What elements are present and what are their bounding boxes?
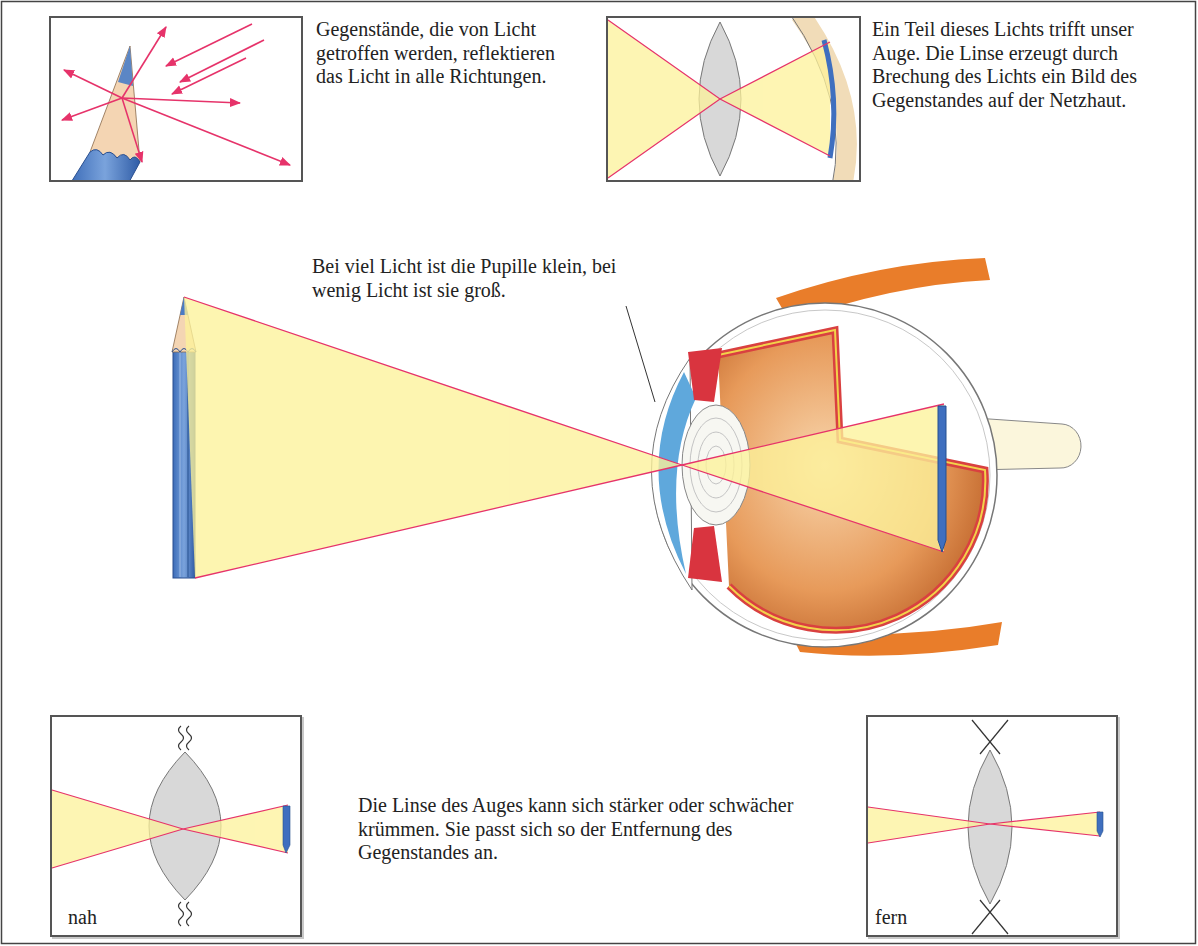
reflection-panel [122, 98, 142, 162]
far-lens-figure [972, 720, 1000, 754]
far-lens-figure [868, 807, 1100, 843]
light-cone [184, 297, 682, 578]
near-lens-figure [52, 790, 288, 868]
lens-retina-panel [607, 17, 860, 181]
near-lens-figure [52, 790, 288, 853]
lens-retina-panel [720, 42, 830, 156]
reflection-panel [62, 24, 290, 180]
reflection-panel [166, 24, 252, 66]
sclera [653, 303, 997, 647]
lens-retina-panel [608, 20, 830, 178]
reflection-panel [122, 98, 290, 165]
reflection-panel [122, 27, 166, 98]
near-lens-figure [52, 805, 288, 868]
light-ray [184, 297, 944, 578]
reflection-panel [64, 70, 122, 98]
far-lens-figure [868, 807, 990, 843]
lens-retina-panel [608, 18, 847, 180]
reflection-panel [172, 58, 246, 94]
reflection-panel [50, 17, 302, 184]
near-lens-figure [52, 790, 183, 868]
light-cone [184, 297, 944, 578]
reflection-panel [118, 46, 133, 86]
iris [688, 526, 722, 582]
iris [688, 348, 722, 402]
far-lens-figure [1097, 812, 1103, 837]
reflection-panel [62, 98, 122, 120]
far-lens-figure [990, 812, 1100, 836]
lens-retina-panel [608, 42, 830, 178]
near-lens-figure [179, 902, 184, 926]
near-lens-figure [187, 902, 192, 926]
figure-panel: nah [50, 715, 302, 937]
retina-image [938, 406, 946, 552]
near-lens-figure [179, 726, 192, 926]
light-ray [195, 404, 944, 578]
near-lens-figure [187, 726, 192, 750]
lens-retina-panel [824, 40, 834, 158]
panel-label: nah [66, 906, 99, 930]
caption-text: Gegenstände, die von Licht getroffen wer… [316, 18, 561, 89]
near-lens-figure [179, 726, 184, 750]
far-lens-figure [980, 720, 1008, 754]
leader-line [626, 306, 655, 402]
far-lens-figure [972, 720, 1008, 934]
reflection-panel [122, 98, 240, 103]
near-lens-figure [52, 790, 288, 868]
lens-retina-panel [608, 20, 830, 156]
light-ray [184, 297, 944, 552]
far-lens-figure [868, 807, 1100, 843]
reflection-panel [90, 46, 140, 162]
near-lens-figure [52, 726, 290, 926]
near-lens-figure [183, 805, 288, 853]
far-lens-figure [980, 900, 1008, 934]
far-lens-figure [868, 807, 1100, 836]
far-lens-figure [868, 720, 1103, 934]
caption-text: Ein Teil dieses Lichts trifft unser Auge… [872, 18, 1172, 112]
reflection-panel [62, 24, 290, 165]
reflection-panel [70, 150, 140, 180]
far-lens-figure [972, 900, 1000, 934]
panel-label: fern [873, 906, 909, 930]
caption-text: Die Linse des Auges kann sich stärker od… [358, 794, 828, 865]
lens-retina-panel [607, 14, 860, 186]
lens-retina-panel [608, 20, 720, 178]
lens-retina-panel [608, 20, 830, 178]
far-lens-figure [868, 812, 1100, 843]
near-lens-figure [283, 806, 290, 853]
reflection-panel [180, 40, 264, 82]
figure-panel: fern [866, 715, 1118, 937]
pencil [180, 352, 181, 577]
caption-text: Bei viel Licht ist die Pupille klein, be… [312, 255, 647, 302]
eye [660, 310, 990, 640]
